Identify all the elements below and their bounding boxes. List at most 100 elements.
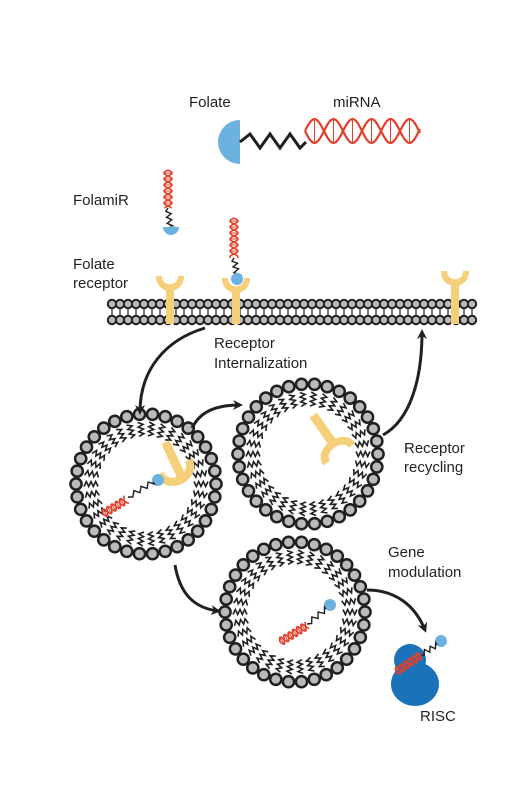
lipid-head [249, 494, 264, 509]
lipid-tail [246, 458, 262, 469]
lipid-tail [348, 477, 363, 490]
helix-rung [415, 652, 422, 661]
lipid-tail [247, 642, 262, 656]
lipid-head [70, 464, 85, 478]
lipid-tail [115, 527, 127, 542]
folate-ligand [324, 599, 336, 611]
helix-rung [407, 658, 414, 666]
lipid-tail [232, 596, 249, 607]
lipid-head [158, 544, 173, 559]
lipid-tail [255, 476, 269, 489]
receptor-cup [222, 278, 250, 293]
label-receptor-recycling-1: Receptor [404, 440, 465, 457]
lipid-tail [288, 394, 299, 410]
lipid-tail [275, 552, 286, 568]
lipid-head [366, 472, 381, 487]
lipid-head [219, 618, 234, 632]
lipid-tail [260, 410, 274, 424]
helix-rung [279, 637, 285, 645]
lipid-tail [339, 626, 355, 638]
helix-strand [304, 117, 421, 145]
lipid-tail [248, 428, 264, 440]
lipid-head [281, 379, 296, 394]
lipid-tail [255, 561, 269, 576]
lipid-tail [327, 396, 339, 411]
lipid-tail [308, 391, 318, 407]
lipid-head [181, 533, 196, 547]
label-risc: RISC [420, 708, 456, 725]
lipid-tail [295, 549, 305, 565]
lipid-head [249, 399, 264, 414]
lipid-tail [341, 410, 356, 424]
lipid-tail [334, 402, 348, 417]
lipid-head [307, 537, 322, 552]
lipid-tail [253, 418, 268, 431]
label-gene-modulation-1: Gene [388, 544, 425, 561]
endosome-3 [218, 535, 372, 689]
lipid-tail [155, 528, 166, 544]
lipid-tail [268, 403, 282, 418]
lipid-tail [116, 428, 128, 443]
lipid-tail [268, 491, 282, 506]
lipid-tail [192, 489, 209, 500]
lipid-tail [186, 507, 201, 520]
lipid-tail [106, 433, 120, 448]
linker-zigzag [239, 131, 308, 151]
folate-receptor-2-bound [222, 217, 250, 324]
lipid-tail [146, 421, 156, 437]
folate-ligand [231, 273, 243, 285]
receptor-stem [161, 440, 188, 483]
lipid-tail [321, 648, 335, 663]
lipid-head [356, 618, 371, 632]
lipid-head [352, 494, 367, 509]
lipid-head [218, 605, 232, 619]
folate-receptor-3 [441, 271, 469, 324]
lipid-head [332, 509, 347, 524]
lipid-tail [86, 458, 102, 470]
lipid-tail [354, 439, 370, 450]
lipid-tail [341, 617, 358, 628]
lipid-head [236, 557, 251, 572]
receptor-cup [156, 276, 184, 291]
lipid-head [353, 630, 368, 645]
lipid-tail [260, 484, 275, 498]
lipid-head [269, 384, 284, 399]
lipid-tail [264, 655, 276, 670]
lipid-head [232, 460, 247, 474]
lipid-head [319, 667, 334, 682]
lipid-head [360, 410, 375, 424]
label-gene-modulation-2: modulation [388, 564, 461, 581]
lipid-head [145, 546, 160, 561]
lipid-head [356, 592, 371, 606]
receptor-stem [166, 290, 174, 324]
lipid-tail [342, 607, 358, 617]
lipid-tail [146, 530, 156, 547]
lipid-head [73, 502, 88, 517]
lipid-head [70, 490, 85, 504]
lipid-tail [125, 530, 136, 545]
risc-complex [391, 644, 439, 706]
lipid-head [466, 314, 478, 326]
lipid-head [204, 451, 219, 466]
helix-rung [411, 655, 418, 663]
lipid-head [96, 421, 111, 435]
lipid-tail [326, 495, 338, 510]
lipid-tail [91, 448, 106, 461]
lipid-tail [93, 506, 107, 519]
lipid-head [119, 544, 134, 559]
folamir-conjugate-large [218, 117, 421, 164]
lipid-head [256, 667, 271, 682]
receptor-cup [156, 458, 195, 486]
lipid-head [241, 484, 256, 498]
linker-zigzag [419, 640, 438, 657]
mirna-in-risc [394, 635, 447, 675]
lipid-tail [298, 391, 308, 408]
lipid-head [222, 579, 237, 594]
lipid-head [107, 414, 122, 429]
lipid-tail [235, 586, 251, 598]
lipid-tail [106, 521, 120, 536]
lipid-head [198, 514, 213, 528]
helix-strand [278, 621, 307, 643]
lipid-head [347, 568, 362, 582]
lipid-tail [295, 658, 305, 675]
